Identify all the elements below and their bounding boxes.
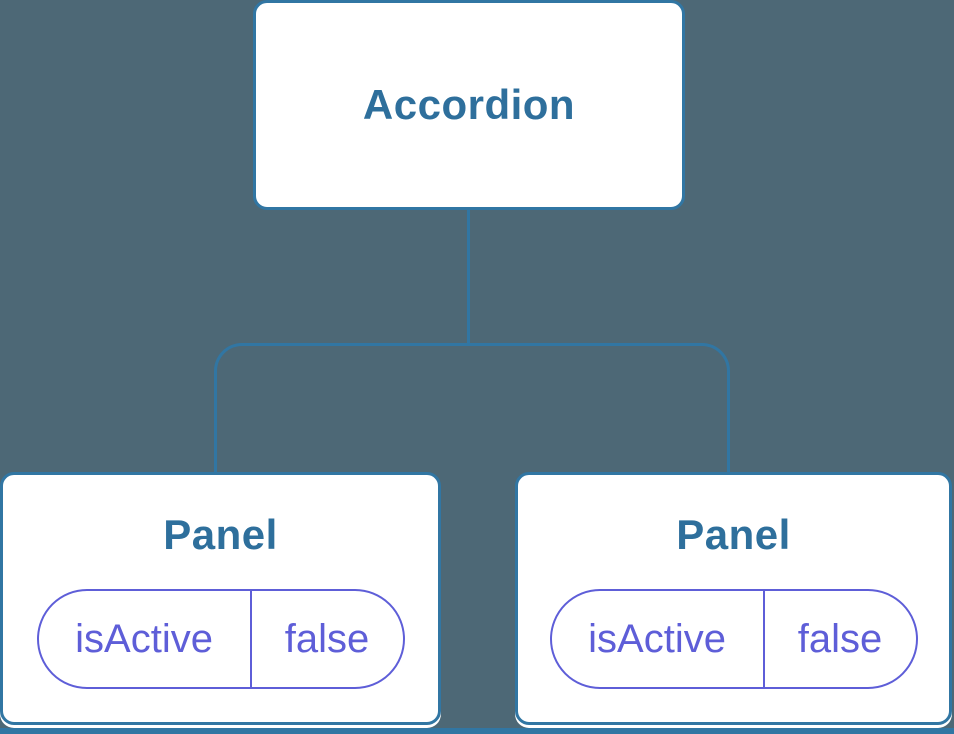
state-value: false bbox=[762, 591, 916, 687]
state-pill: isActive false bbox=[549, 589, 918, 689]
accordion-node-label: Accordion bbox=[362, 81, 576, 128]
panel-node-right: Panel isActive false bbox=[515, 472, 952, 725]
panel-node-left: Panel isActive false bbox=[0, 472, 441, 725]
connector-stem bbox=[467, 208, 470, 346]
state-name: isActive bbox=[75, 616, 213, 661]
state-pill: isActive false bbox=[36, 589, 405, 689]
bottom-edge-bar bbox=[0, 728, 954, 734]
state-name: isActive bbox=[588, 616, 726, 661]
state-value: false bbox=[249, 591, 403, 687]
connector-bracket bbox=[214, 343, 730, 472]
panel-node-label: Panel bbox=[676, 511, 791, 558]
panel-node-label: Panel bbox=[163, 511, 278, 558]
accordion-node: Accordion bbox=[253, 0, 685, 210]
